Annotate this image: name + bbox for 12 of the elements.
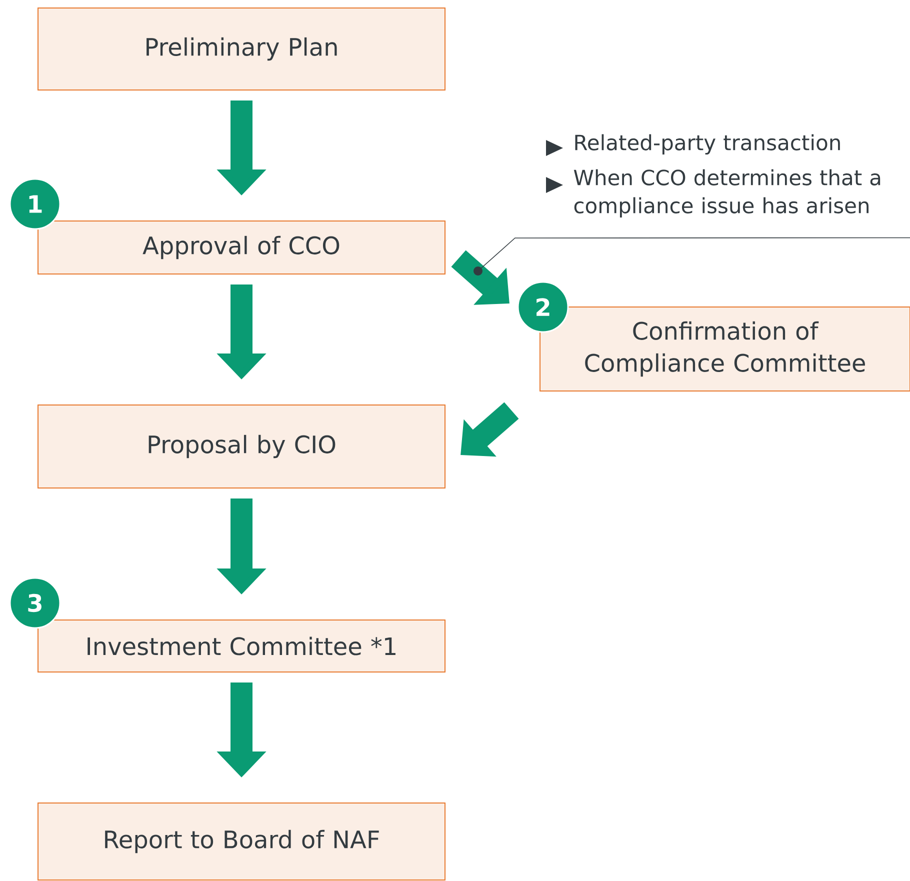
arrow	[460, 402, 519, 457]
process-box: Report to Board of NAF	[38, 802, 446, 881]
number-badge: 1	[9, 178, 61, 230]
note-text: Related-party transaction When CCO determines that a compliance issue has arisen	[574, 134, 880, 218]
number-badge: 3	[9, 577, 61, 629]
process-box: Investment Committee *1	[38, 620, 446, 672]
process-box: Preliminary Plan	[38, 8, 446, 90]
number-badge: 2	[517, 281, 569, 333]
process-box: Approval of CCO	[38, 220, 446, 274]
leader-line	[474, 237, 910, 276]
process-box: Proposal by CIO	[38, 404, 446, 488]
arrow	[451, 250, 510, 305]
